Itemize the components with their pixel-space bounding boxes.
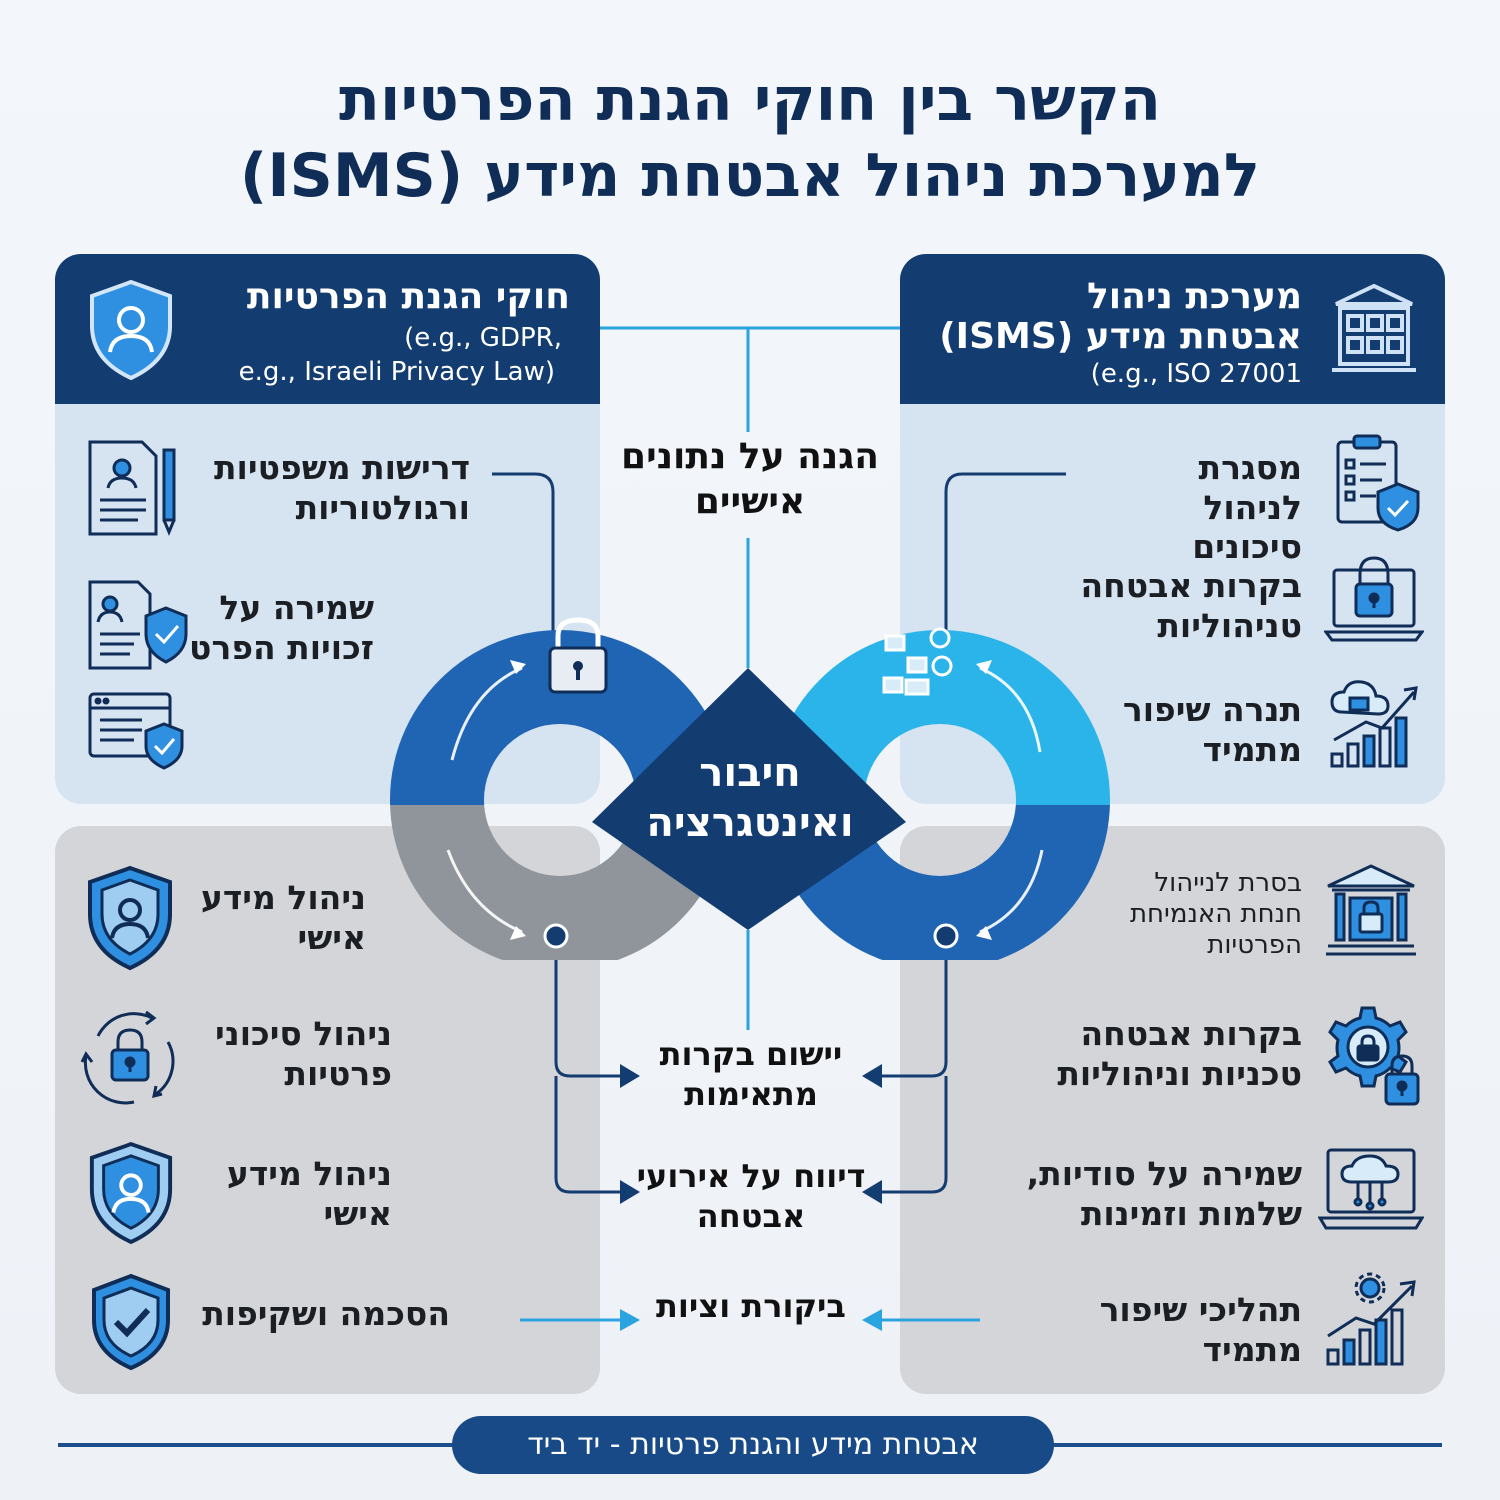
laptop-cloud-icon xyxy=(1318,1148,1424,1230)
isms-lower-technical-controls: בקרות אבטחה טכניות וניהוליות xyxy=(1057,1014,1302,1093)
privacy-lower-privacy-risk: ניהול סיכוני פרטיות xyxy=(215,1014,392,1093)
center-implement-controls: יישום בקרות מתאימות xyxy=(659,1035,843,1113)
building-icon xyxy=(1332,283,1416,372)
page-title-line-1: הקשר בין חוקי הגנת הפרטיות xyxy=(338,65,1162,135)
shield-user-icon-2 xyxy=(89,1142,173,1245)
privacy-item-legal: דרישות משפטיות ורגולטוריות xyxy=(214,448,470,527)
isms-item-management-controls: בקרות אבטחה טניהוליות xyxy=(1080,566,1302,645)
infinity-loop xyxy=(390,600,1110,960)
isms-title-2: אבטחת מידע (ISMS) xyxy=(939,316,1302,357)
center-report-incidents: דיווח על אירועי אבטחה xyxy=(636,1157,866,1235)
shield-check-icon xyxy=(92,1273,170,1371)
privacy-example-1: (e.g., GDPR, xyxy=(404,323,562,353)
center-audit-compliance: ביקורת וציות xyxy=(656,1287,846,1325)
isms-lower-improvement-processes: תהליכי שיפור מתמיד xyxy=(1099,1290,1302,1369)
shield-user-icon xyxy=(88,865,172,971)
privacy-example-2: e.g., Israeli Privacy Law) xyxy=(238,357,555,387)
cycle-lock-icon xyxy=(80,1010,175,1105)
isms-title-1: מערכת ניהול xyxy=(1087,276,1302,317)
document-shield-icon xyxy=(88,580,188,670)
privacy-lower-personal-info-2: ניהול מידע אישי xyxy=(226,1154,392,1233)
page-title-line-2: למערכת ניהול אבטחת מידע (ISMS) xyxy=(239,141,1261,211)
isms-lower-privacy-trust: בסרת לנייהול חנחת האנמיחת הפרטיות xyxy=(1129,868,1302,961)
gear-lock-icon xyxy=(1328,1006,1420,1106)
cloud-growth-icon xyxy=(1330,680,1418,768)
privacy-item-rights: שמירה על זכויות הפרט xyxy=(189,588,374,667)
footer-banner: אבטחת מידע והגנת פרטיות - יד ביד xyxy=(452,1416,1054,1474)
isms-item-risk-framework: מסגרת לניהול סיכונים xyxy=(1192,448,1302,567)
bank-lock-icon xyxy=(1326,864,1416,956)
privacy-shield-user-icon xyxy=(90,279,172,381)
isms-item-continuous-improvement: תנרה שיפור מתמיד xyxy=(1122,690,1302,769)
laptop-lock-icon xyxy=(1324,556,1424,642)
gear-growth-icon xyxy=(1326,1272,1416,1366)
legal-document-icon xyxy=(88,440,176,536)
privacy-lower-personal-info-1: ניהול מידע אישי xyxy=(200,878,366,957)
privacy-lower-consent: הסכמה ושקיפות xyxy=(202,1294,450,1333)
clipboard-shield-icon xyxy=(1336,434,1420,532)
isms-lower-cia: שמירה על סודיות, שלמות וזמינות xyxy=(1026,1154,1302,1233)
browser-shield-icon xyxy=(88,692,184,770)
privacy-title: חוקי הגנת הפרטיות xyxy=(246,276,570,317)
center-hub-integration: חיבור ואינטגרציה xyxy=(646,750,854,846)
center-protect-personal-data: הגנה על נתונים אישיים xyxy=(621,436,879,522)
isms-example: (e.g., ISO 27001 xyxy=(1090,359,1302,389)
